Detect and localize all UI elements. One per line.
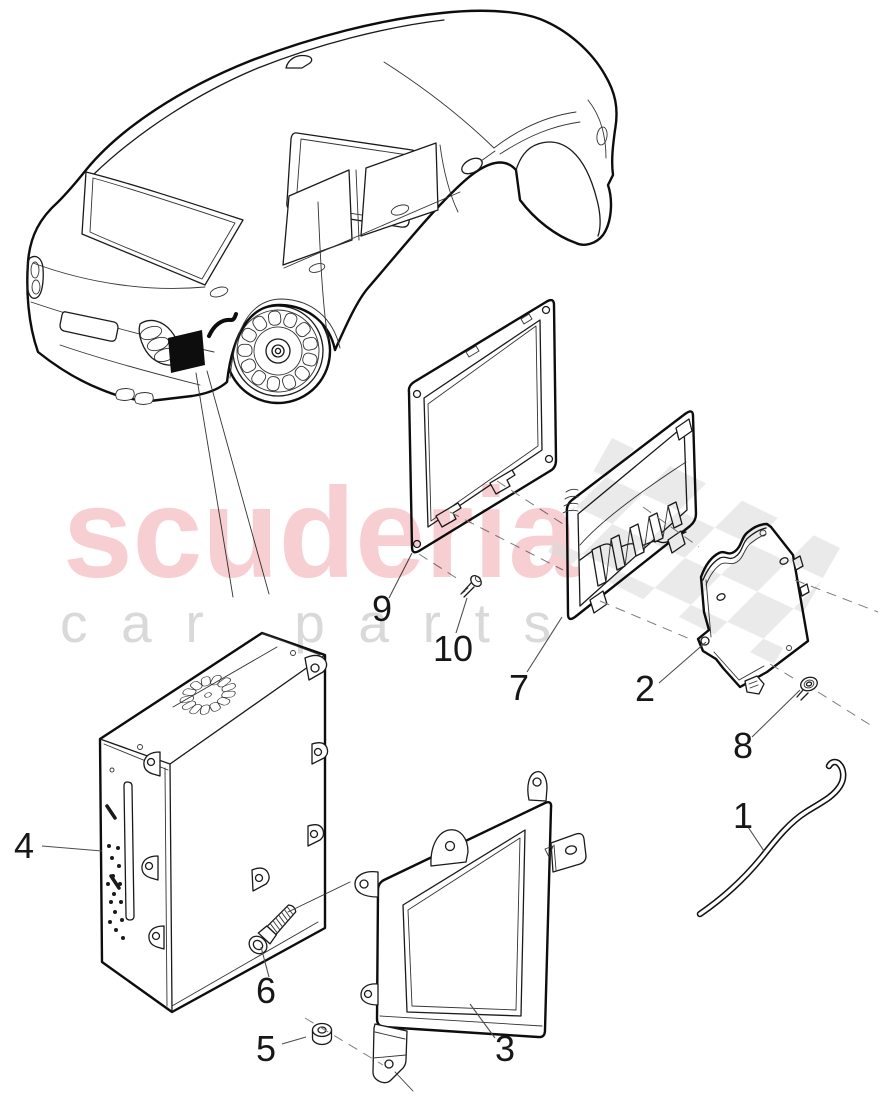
fender-crease (587, 99, 607, 159)
front-door-window (360, 142, 439, 237)
module-location-marker (168, 330, 205, 373)
part-retaining-frame-9 (407, 298, 558, 554)
bracket-ear (360, 983, 379, 1006)
part-screw-8 (796, 676, 818, 701)
frame-clip (489, 469, 516, 495)
part-mounting-bracket-3 (354, 771, 587, 1084)
rear-windscreen (81, 171, 244, 286)
callout-leaders (41, 552, 801, 1045)
tagline-watermark: car parts (60, 592, 585, 654)
callout-3: 3 (495, 1028, 515, 1069)
part-nut-5 (311, 1022, 333, 1046)
hood-lines (493, 111, 581, 155)
bracket-foot (372, 1023, 408, 1084)
taillight-oval (30, 261, 40, 279)
callout-7: 7 (509, 667, 529, 708)
bracket-ear (354, 870, 379, 898)
tuner-fan-vent (179, 675, 236, 715)
front-door-handle (390, 204, 410, 216)
headlight-edge (596, 126, 608, 146)
taillight-oval (31, 279, 41, 295)
tuner-side-slot (123, 781, 135, 921)
car-locator-lines (195, 370, 270, 598)
callout-10: 10 (433, 628, 473, 669)
callout-5: 5 (256, 1028, 276, 1069)
rear-windscreen-inner (89, 177, 236, 280)
part-bolt-6 (248, 904, 297, 955)
callout-9: 9 (372, 588, 392, 629)
bracket-ear (430, 829, 469, 867)
callout-2: 2 (635, 668, 655, 709)
a-pillar-line (383, 61, 495, 149)
roof-edge-line (93, 19, 445, 175)
brand-watermark: scuderia (63, 462, 579, 605)
cable-location-marker (207, 312, 238, 338)
callout-8: 8 (733, 725, 753, 766)
callout-6: 6 (256, 970, 276, 1011)
taillight-oval (139, 325, 163, 341)
rear-door-handle (209, 286, 229, 298)
beltline (283, 191, 461, 269)
rear-wheel-arch (229, 298, 341, 379)
license-plate (59, 311, 119, 342)
mirror-stalk (480, 150, 496, 162)
exhaust-pipes (115, 388, 154, 405)
watermarks: scuderia car parts (60, 438, 840, 664)
door-shutlines (317, 144, 459, 341)
left-taillight (26, 255, 44, 299)
fuel-cap (308, 263, 326, 273)
car-illustration (26, 9, 618, 598)
module-connector (744, 675, 765, 695)
bracket-side-tab (550, 832, 587, 873)
callout-4: 4 (14, 825, 34, 866)
part-aerial-cable-1 (696, 758, 847, 918)
checkered-flag-watermark (548, 438, 840, 664)
cover-clip (675, 418, 693, 441)
front-wheel-arch (515, 141, 601, 237)
part-tv-tuner-4 (98, 631, 329, 1014)
cover-spring (562, 488, 579, 514)
callout-labels: 1 2 3 4 5 6 7 8 9 10 (14, 588, 753, 1069)
part-screw-10 (460, 574, 482, 598)
tuner-vent-holes (106, 844, 125, 940)
roof-antenna-fin (285, 54, 313, 69)
callout-1: 1 (733, 795, 753, 836)
